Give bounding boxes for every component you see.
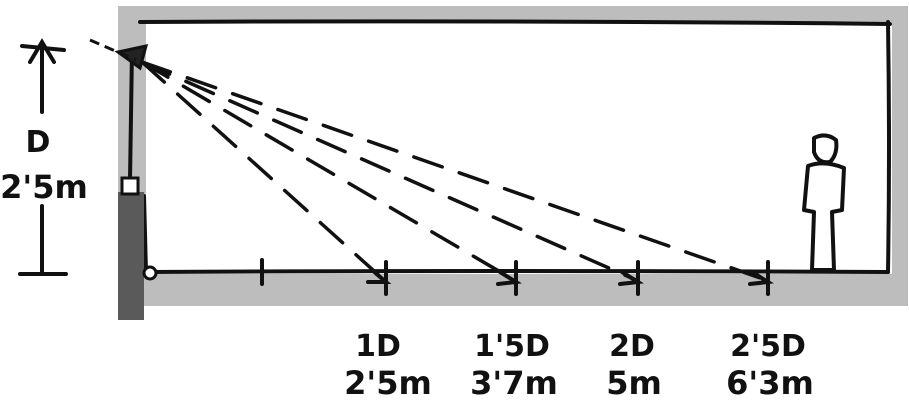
floor-ticks xyxy=(260,258,770,296)
camera-icon xyxy=(89,38,149,71)
ceiling-line xyxy=(138,19,892,26)
sensor-pillar xyxy=(118,192,144,320)
room-interior xyxy=(146,22,892,274)
marker-distance-4: 6'3m xyxy=(726,364,814,402)
height-dimension xyxy=(18,38,68,276)
marker-multiple-3: 2D xyxy=(609,329,655,364)
right-wall-line xyxy=(886,20,891,274)
marker-distance-3: 5m xyxy=(606,364,662,402)
sensor-icon xyxy=(118,176,144,320)
marker-multiple-2: 1'5D xyxy=(474,329,550,364)
person-figure-icon xyxy=(802,133,846,272)
sight-line-2 xyxy=(140,60,516,282)
person-body xyxy=(802,161,846,272)
marker-multiple-1: 1D xyxy=(355,329,401,364)
left-wall-line xyxy=(128,48,134,182)
sight-lines xyxy=(140,60,768,282)
sight-line-1 xyxy=(140,60,386,282)
marker-multiple-4: 2'5D xyxy=(730,329,806,364)
sensor-cap xyxy=(120,176,140,196)
floor-origin-marker xyxy=(142,265,158,281)
marker-distance-1: 2'5m xyxy=(344,364,432,402)
sight-line-4 xyxy=(140,60,768,282)
height-value-label: 2'5m xyxy=(0,168,88,206)
height-symbol-label: D xyxy=(26,125,51,160)
marker-distance-2: 3'7m xyxy=(470,364,558,402)
person-head xyxy=(812,133,839,165)
sight-line-3 xyxy=(140,60,638,282)
left-wall-lower xyxy=(142,194,148,274)
floor-line xyxy=(144,269,890,274)
room-shading xyxy=(118,6,908,306)
marker-labels: 1D 2'5m 1'5D 3'7m 2D 5m 2'5D 6'3m xyxy=(344,329,814,402)
